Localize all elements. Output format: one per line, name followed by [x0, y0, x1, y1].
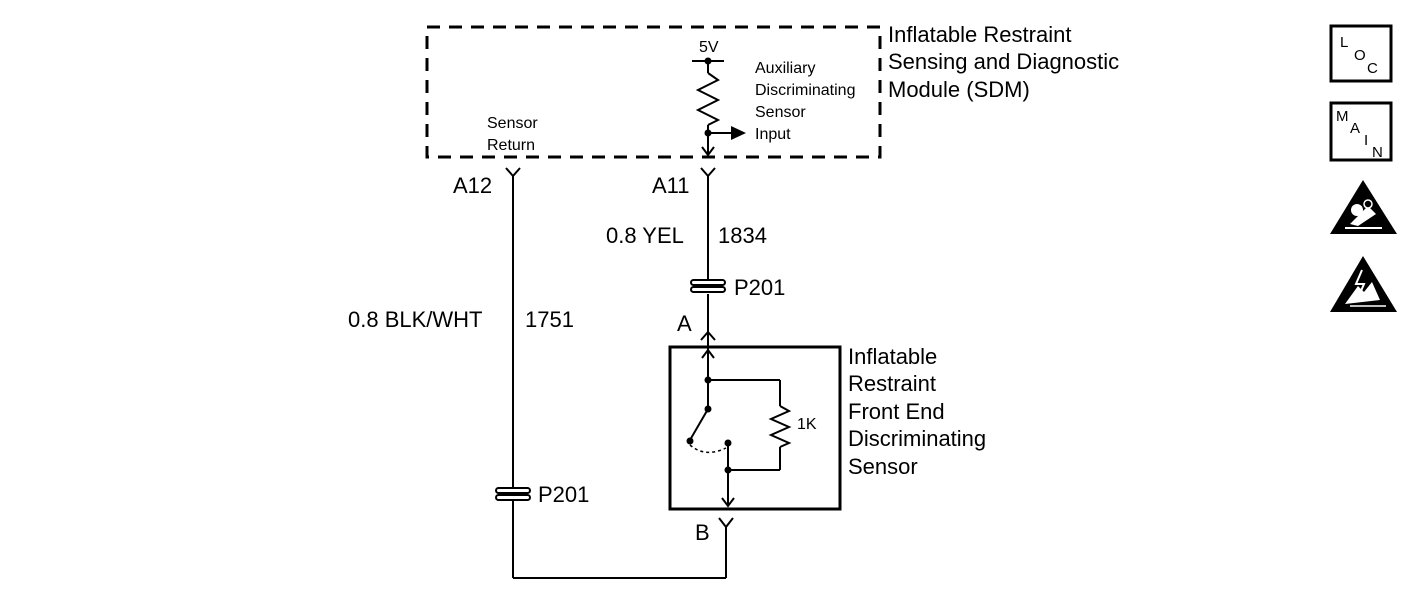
sdm-module: Inflatable Restraint Sensing and Diagnos… [425, 22, 1119, 159]
input-label-line3: Sensor [755, 104, 806, 121]
sensor-title-line1: Inflatable [848, 344, 937, 369]
input-label-line1: Auxiliary [755, 60, 815, 77]
main-icon[interactable]: M A I N [1329, 101, 1393, 162]
return-label-line2: Return [487, 137, 535, 154]
wire-right-spec: 0.8 YEL [606, 223, 684, 248]
pin-b-symbol [718, 517, 734, 529]
sensor-title-line4: Discriminating [848, 426, 986, 451]
connector-p201-lower-label: P201 [538, 482, 589, 507]
airbag-warning-icon [1330, 180, 1397, 234]
sensor-switch [689, 408, 709, 441]
wire-return [512, 176, 727, 579]
switch-travel-arc [689, 444, 727, 454]
input-arrow [731, 126, 746, 140]
esd-warning-icon [1330, 256, 1397, 312]
pin-b-label: B [695, 520, 710, 545]
pin-a-label: A [677, 311, 692, 336]
connector-p201-upper [690, 279, 726, 293]
pin-a12-label: A12 [453, 173, 492, 198]
connector-p201-lower [495, 487, 531, 501]
pin-a11-symbol [700, 167, 716, 178]
return-label-line1: Sensor [487, 115, 538, 132]
input-label-line4: Input [755, 126, 791, 143]
connector-p201-upper-label: P201 [734, 275, 785, 300]
sdm-title-line3: Module (SDM) [888, 77, 1030, 102]
pin-a11-label: A11 [652, 173, 690, 198]
loc-icon[interactable]: L O C [1329, 24, 1393, 83]
sensor-title-line3: Front End [848, 399, 945, 424]
wire-left-spec: 0.8 BLK/WHT [348, 307, 482, 332]
svg-text:M: M [1336, 108, 1349, 125]
sensor-title-line5: Sensor [848, 454, 918, 479]
a11-pin-arrow [701, 146, 715, 157]
sensor-resistor-value: 1K [797, 416, 817, 433]
svg-text:N: N [1372, 144, 1383, 161]
svg-text:L: L [1340, 34, 1348, 51]
svg-text:I: I [1364, 132, 1368, 149]
wire-right-circuit: 1834 [718, 223, 767, 248]
sdm-title-line2: Sensing and Diagnostic [888, 49, 1119, 74]
sensor-title-line2: Restraint [848, 371, 936, 396]
front-sensor-box [668, 345, 842, 511]
pin-a12-symbol [505, 167, 521, 178]
svg-text:C: C [1367, 60, 1378, 77]
sdm-box [425, 25, 882, 159]
svg-text:O: O [1354, 47, 1366, 64]
supply-voltage-label: 5V [699, 39, 719, 56]
input-label-line2: Discriminating [755, 82, 855, 99]
sensor-resistor [768, 405, 792, 448]
front-sensor: 1K [668, 332, 842, 511]
pullup-resistor [695, 72, 721, 126]
wire-left-circuit: 1751 [525, 307, 574, 332]
sdm-title-line1: Inflatable Restraint [888, 22, 1071, 47]
svg-text:A: A [1350, 120, 1360, 137]
